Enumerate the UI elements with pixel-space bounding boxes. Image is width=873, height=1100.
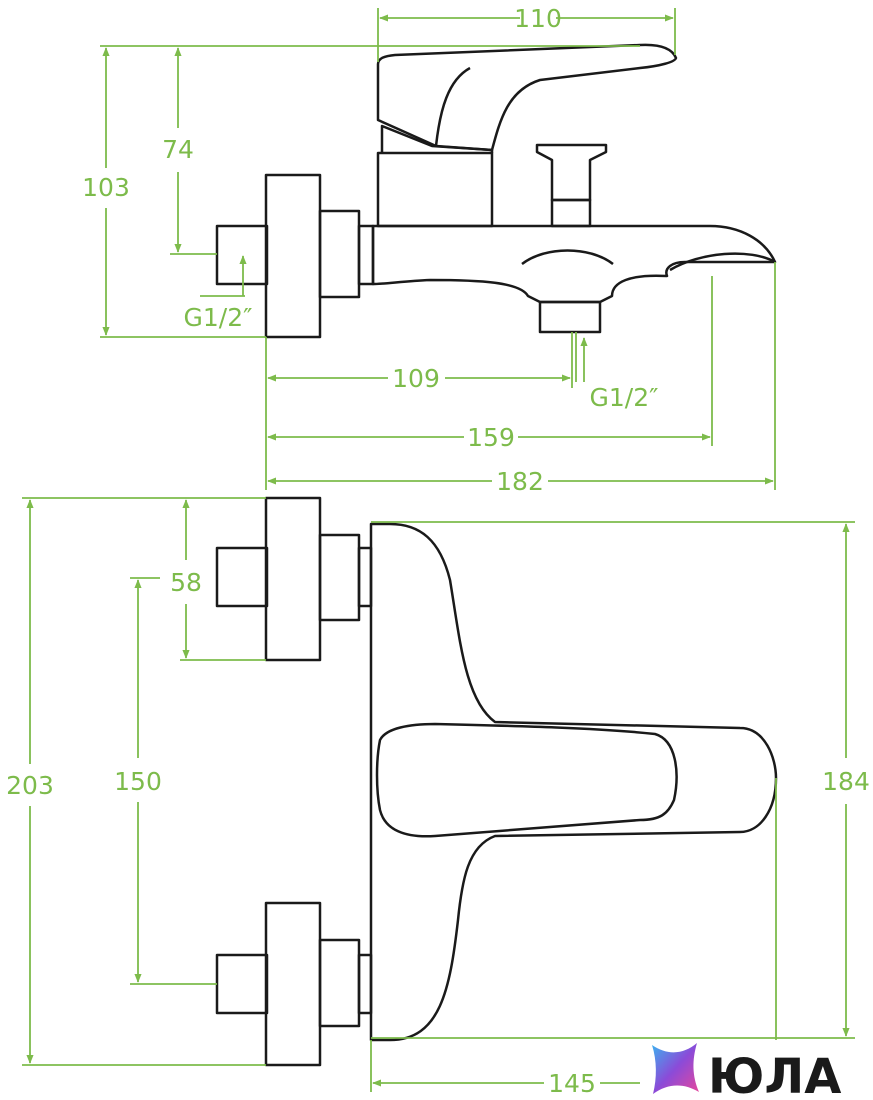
- top-lower-nut: [318, 938, 361, 1028]
- top-lower-flange: [264, 901, 322, 1067]
- side-lever-inner-curve: [434, 66, 471, 147]
- dim-label-203: 203: [6, 771, 54, 800]
- side-body-ring: [357, 224, 375, 286]
- brand-logo: ЮЛА: [652, 1043, 841, 1100]
- side-view-dimensions: [100, 8, 776, 490]
- dim-label-58: 58: [170, 568, 202, 597]
- side-diverter-dome: [521, 249, 614, 265]
- top-view-dimensions: [22, 497, 855, 1092]
- dim-label-184: 184: [822, 767, 870, 796]
- dim-label-109: 109: [392, 364, 440, 393]
- side-diverter-stem: [550, 198, 592, 228]
- top-upper-eccentric-pipe: [215, 546, 269, 608]
- top-lower-ring: [357, 953, 373, 1015]
- dim-label-150: 150: [114, 767, 162, 796]
- side-view-dimension-labels: 110 103 74 G1/2″ 109 G1/2″ 159 182: [82, 4, 658, 496]
- side-connector-nut: [318, 209, 361, 299]
- logo-text: ЮЛА: [708, 1049, 841, 1100]
- side-body-spout: [371, 224, 777, 304]
- top-body: [369, 522, 778, 1042]
- dim-label-182: 182: [496, 467, 544, 496]
- side-diverter-knob: [535, 143, 608, 202]
- side-eccentric-pipe: [215, 224, 269, 286]
- side-view-outline: [215, 43, 777, 339]
- side-cartridge-body: [376, 151, 494, 228]
- dim-label-145: 145: [548, 1069, 596, 1098]
- dim-label-connection-thread: G1/2″: [184, 303, 253, 332]
- side-wall-flange: [264, 173, 322, 339]
- dim-label-110: 110: [514, 4, 562, 33]
- top-lever-handle: [375, 722, 678, 838]
- star-logo-icon: [652, 1043, 699, 1094]
- top-lower-eccentric-pipe: [215, 953, 269, 1015]
- dim-label-outlet-thread: G1/2″: [590, 383, 659, 412]
- side-bottom-outlet: [538, 300, 602, 334]
- top-upper-ring: [357, 546, 373, 608]
- top-upper-nut: [318, 533, 361, 622]
- dim-label-159: 159: [467, 423, 515, 452]
- top-view-dimension-labels: 203 58 150 184 145: [6, 568, 870, 1098]
- top-upper-flange: [264, 496, 322, 662]
- top-view-outline: [215, 496, 778, 1067]
- side-lever: [376, 43, 678, 152]
- dim-label-74: 74: [162, 135, 194, 164]
- side-spout-outlet: [669, 252, 776, 272]
- dim-label-103: 103: [82, 173, 130, 202]
